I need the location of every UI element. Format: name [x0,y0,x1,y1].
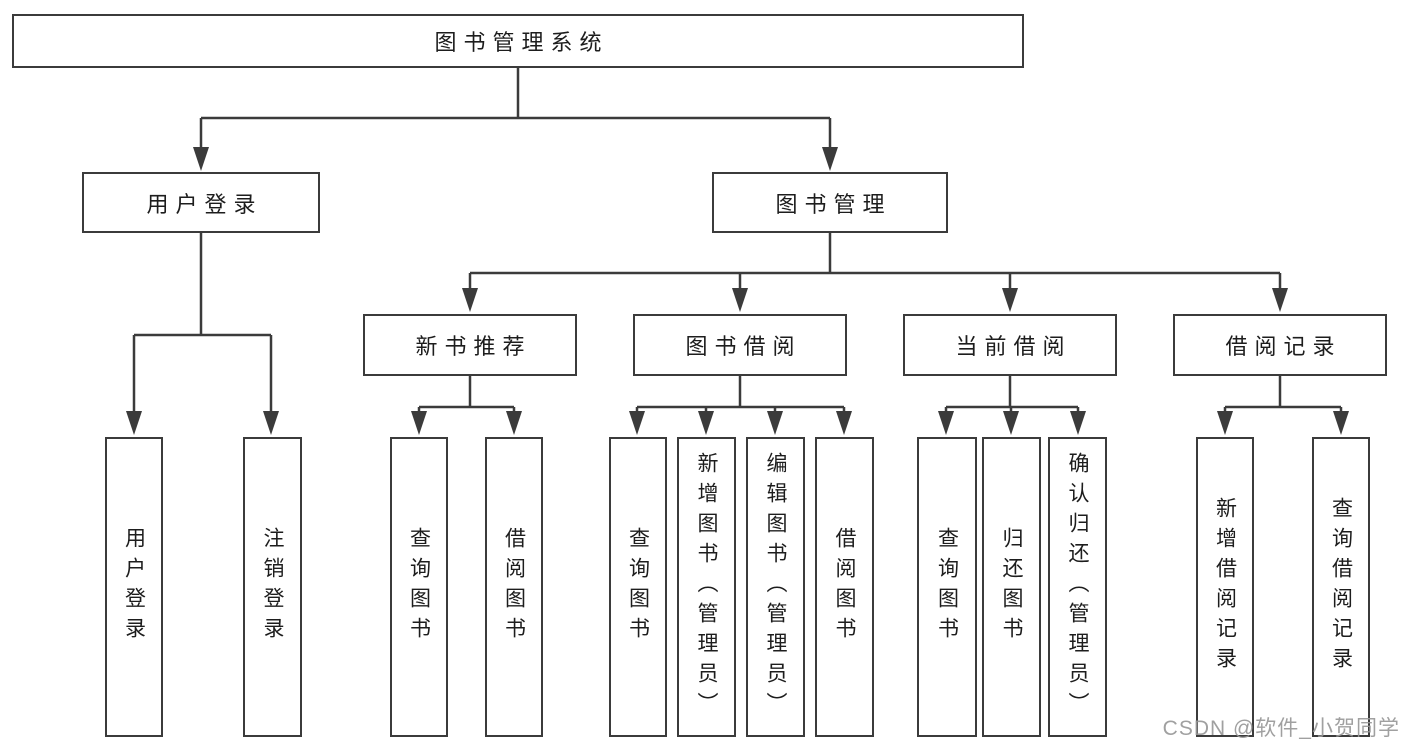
leaf-borrowing-query-books: 查询图书 [609,437,667,737]
leaf-label: 确认归还（管理员） [1066,452,1089,722]
leaf-current-query-books: 查询图书 [917,437,977,737]
node-book-management: 图书管理 [712,172,948,233]
leaf-label: 查询借阅记录 [1329,497,1353,677]
leaf-label: 查询图书 [407,527,431,647]
leaf-recommend-borrow-books: 借阅图书 [485,437,543,737]
leaf-logout: 注销登录 [243,437,302,737]
leaf-label: 查询图书 [935,527,959,647]
leaf-label: 归还图书 [1000,527,1023,647]
arrowheads [126,147,1349,435]
node-user-login: 用户登录 [82,172,320,233]
csdn-watermark: CSDN @软件_小贺同学 [1162,717,1400,740]
node-current-borrowing: 当前借阅 [903,314,1117,376]
leaf-label: 注销登录 [261,527,284,647]
leaf-borrowing-edit-books-admin: 编辑图书（管理员） [746,437,805,737]
connector-paths [132,68,1343,416]
leaf-label: 查询图书 [626,527,650,647]
node-borrow-records: 借阅记录 [1173,314,1387,376]
leaf-label: 借阅图书 [502,527,526,647]
leaf-current-return-books: 归还图书 [982,437,1041,737]
node-root-system: 图书管理系统 [12,14,1024,68]
leaf-records-add-record: 新增借阅记录 [1196,437,1254,737]
leaf-records-query-record: 查询借阅记录 [1312,437,1370,737]
leaf-borrowing-add-books-admin: 新增图书（管理员） [677,437,736,737]
leaf-recommend-query-books: 查询图书 [390,437,448,737]
leaf-current-confirm-return-admin: 确认归还（管理员） [1048,437,1107,737]
leaf-label: 借阅图书 [833,527,856,647]
leaf-borrowing-borrow-books: 借阅图书 [815,437,874,737]
leaf-label: 新增图书（管理员） [695,452,718,722]
node-new-book-recommend: 新书推荐 [363,314,577,376]
leaf-label: 编辑图书（管理员） [764,452,787,722]
leaf-label: 新增借阅记录 [1213,497,1237,677]
node-book-borrowing: 图书借阅 [633,314,847,376]
leaf-user-login: 用户登录 [105,437,163,737]
leaf-label: 用户登录 [122,527,146,647]
